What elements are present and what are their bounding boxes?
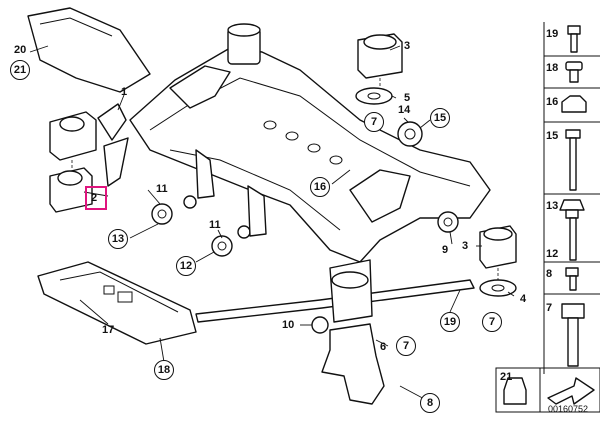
callout-20: 20 — [14, 44, 27, 56]
side-part-15: 15 — [546, 130, 559, 142]
callout-10: 10 — [282, 319, 295, 331]
callout-21: 21 — [10, 60, 30, 80]
callout-17: 17 — [102, 324, 115, 336]
side-part-8: 8 — [546, 268, 553, 280]
callout-12: 12 — [176, 256, 196, 276]
subframe-rear-bridge — [349, 169, 411, 223]
side-part-12: 12 — [546, 248, 559, 260]
direction-arrow-icon — [547, 377, 595, 405]
callout-8: 8 — [420, 393, 440, 413]
side-part-13: 13 — [546, 200, 559, 212]
document-number: 00160752 — [548, 404, 589, 414]
callout-7-bottom: 7 — [396, 336, 416, 356]
callout-14: 14 — [398, 104, 411, 116]
callout-15: 15 — [430, 108, 450, 128]
side-part-19: 19 — [546, 28, 559, 40]
callout-19: 19 — [440, 312, 460, 332]
callout-18: 18 — [154, 360, 174, 380]
side-part-16: 16 — [546, 96, 559, 108]
callout-7-right: 7 — [482, 312, 502, 332]
callout-1: 1 — [121, 86, 128, 98]
callout-4: 4 — [520, 293, 527, 305]
callout-9: 9 — [442, 244, 449, 256]
differential-mount — [321, 323, 385, 405]
heat-shield — [27, 7, 151, 93]
side-part-7: 7 — [546, 302, 553, 314]
callout-7-top: 7 — [364, 112, 384, 132]
callout-13: 13 — [108, 229, 128, 249]
callout-3-lower: 3 — [462, 240, 469, 252]
callout-11-lower: 11 — [209, 219, 221, 231]
callout-16: 16 — [310, 177, 330, 197]
callout-5: 5 — [404, 92, 411, 104]
side-part-18: 18 — [546, 62, 559, 74]
side-part-21: 21 — [500, 371, 513, 383]
reinforcement-plate — [37, 261, 197, 345]
callout-11-upper: 11 — [156, 183, 168, 195]
callout-3-top: 3 — [404, 40, 411, 52]
callout-6: 6 — [380, 341, 387, 353]
highlight-box — [85, 186, 107, 210]
subframe-front-arm — [169, 65, 231, 109]
callout-2: 2 — [91, 192, 98, 204]
